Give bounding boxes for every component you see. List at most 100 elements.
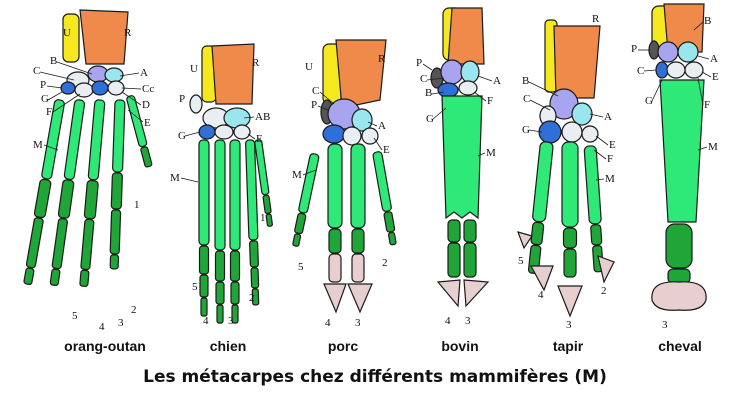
animal-label-bovin: bovin (441, 338, 479, 354)
animal-label-orang-outan: orang-outan (64, 338, 146, 354)
phalanx (463, 219, 477, 243)
bone-label: P (311, 99, 317, 111)
bone-label: D (142, 99, 150, 111)
bone-label: F (487, 95, 493, 107)
digit (583, 145, 604, 273)
metacarpal (583, 145, 602, 225)
phalanx (563, 248, 577, 278)
phalanx (667, 268, 691, 284)
phalanx (231, 304, 239, 324)
leader-line (593, 149, 607, 160)
phalanx (463, 242, 477, 278)
bone-label: R (378, 53, 386, 65)
animal-label-porc: porc (327, 338, 359, 354)
phalanx (214, 250, 226, 282)
carpal (342, 126, 362, 146)
carpal (538, 120, 562, 144)
digit (350, 143, 366, 283)
metacarpal (659, 79, 705, 223)
phalanx (328, 253, 342, 283)
bone-label: 3 (662, 319, 668, 331)
phalanx (249, 240, 259, 268)
ulna (62, 13, 80, 63)
bone-label: 3 (355, 317, 361, 329)
bone-label: 4 (325, 317, 331, 329)
leader-line (121, 87, 142, 90)
radius (553, 25, 601, 99)
leader-line (367, 121, 378, 127)
metacarpal (327, 143, 343, 229)
bone-label: B (704, 15, 711, 27)
phalanx (25, 217, 44, 269)
carpal (189, 94, 203, 114)
radius (335, 39, 387, 109)
hoof (347, 283, 373, 314)
phalanx (57, 179, 75, 219)
carpal (440, 59, 464, 85)
phalanx (388, 231, 397, 246)
phalanx (109, 254, 120, 270)
hoof (597, 255, 615, 284)
leader-line (422, 63, 433, 71)
phalanx (110, 172, 123, 210)
leader-line (319, 91, 335, 105)
carpal (460, 60, 480, 84)
phalanx (265, 213, 273, 227)
metacarpal (441, 95, 483, 220)
carpal (233, 124, 251, 140)
phalanx (447, 219, 461, 243)
hoof (463, 279, 490, 308)
metacarpal (198, 139, 210, 246)
bone-label: R (124, 27, 132, 39)
carpal (657, 41, 679, 63)
bone-label: M (33, 139, 43, 151)
bone-label: 4 (99, 321, 105, 333)
digit (561, 141, 579, 278)
carpal (60, 81, 76, 95)
leader-line (39, 71, 75, 81)
leader-line (47, 91, 63, 101)
leader-line (643, 69, 657, 72)
digit (109, 99, 126, 270)
leader-line (473, 91, 487, 102)
carpal (91, 80, 109, 96)
phalanx (80, 218, 95, 271)
phalanx (230, 281, 240, 305)
leader-line (595, 178, 605, 181)
phalanx (292, 233, 302, 247)
phalanx (562, 227, 578, 249)
phalanx (251, 288, 260, 306)
bone-label: E (144, 117, 151, 129)
phalanx (79, 269, 90, 288)
bone-label: 2 (131, 304, 137, 316)
phalanx (33, 178, 52, 219)
carpal (322, 124, 346, 144)
animal-label-cheval: cheval (658, 338, 702, 354)
bone-label: 2 (249, 292, 255, 304)
digit (79, 99, 106, 288)
bone-label: 5 (518, 255, 524, 267)
bone-label: C (312, 85, 319, 97)
carpal (561, 121, 583, 143)
leader-line (46, 85, 63, 89)
phalanx (351, 253, 365, 283)
metacarpal (532, 141, 554, 223)
digit (23, 99, 65, 286)
hoof (436, 279, 461, 308)
carpal (437, 82, 459, 98)
bone-label: E (383, 144, 390, 156)
bone-label: P (40, 79, 46, 91)
leader-line (477, 75, 493, 82)
phalanx (447, 242, 461, 278)
phalanx (49, 268, 61, 286)
phalanx (51, 217, 68, 270)
phalanx (383, 211, 396, 233)
animal-label-tapir: tapir (552, 338, 584, 354)
bone-label: R (592, 13, 600, 25)
phalanx (530, 221, 545, 246)
bone-label: C (33, 65, 40, 77)
leader-line (247, 133, 256, 140)
digit (372, 151, 397, 246)
phalanx (216, 304, 224, 324)
